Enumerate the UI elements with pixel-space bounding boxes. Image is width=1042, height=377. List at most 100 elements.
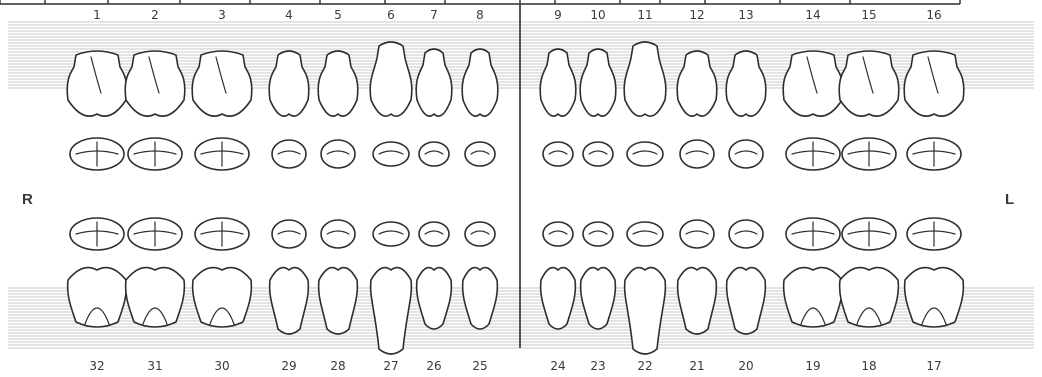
upper-tooth-8[interactable]: 8 [462, 8, 498, 166]
upper-tooth-15[interactable]: 15 [839, 8, 899, 170]
lower-tooth-31[interactable]: 31 [126, 218, 185, 373]
tooth-number-label: 16 [926, 8, 941, 22]
upper-tooth-13[interactable]: 13 [726, 8, 766, 168]
upper-tooth-7[interactable]: 7 [416, 8, 452, 166]
lower-tooth-28[interactable]: 28 [319, 220, 358, 373]
molar-crown-side-view [192, 51, 252, 116]
upper-tooth-14[interactable]: 14 [783, 8, 843, 170]
tooth-number-label: 8 [476, 8, 484, 22]
tooth-number-label: 5 [334, 8, 342, 22]
tooth-number-label: 30 [214, 359, 229, 373]
tooth-number-label: 31 [147, 359, 162, 373]
left-side-label: L [1005, 191, 1014, 208]
upper-tooth-4[interactable]: 4 [269, 8, 309, 168]
lower-tooth-17[interactable]: 17 [905, 218, 964, 373]
incisor-crown-side-view [416, 49, 452, 116]
upper-tooth-11[interactable]: 11 [624, 8, 666, 166]
upper-tooth-2[interactable]: 2 [125, 8, 185, 170]
incisor-crown-side-view [541, 268, 576, 329]
premolar-occlusal-view [272, 140, 306, 168]
incisor-occlusal-view [543, 222, 573, 246]
premolar-occlusal-view [729, 140, 763, 168]
lower-tooth-19[interactable]: 19 [784, 218, 843, 373]
tooth-number-label: 1 [93, 8, 101, 22]
incisor-occlusal-view [583, 142, 613, 166]
premolar-occlusal-view [321, 140, 355, 168]
incisor-occlusal-view [543, 142, 573, 166]
tooth-number-label: 4 [285, 8, 293, 22]
premolar-occlusal-view [680, 140, 714, 168]
tooth-number-label: 9 [554, 8, 562, 22]
lower-tooth-18[interactable]: 18 [840, 218, 899, 373]
molar-crown-side-view [904, 51, 964, 116]
upper-tooth-6[interactable]: 6 [370, 8, 412, 166]
incisor-crown-side-view [540, 49, 576, 116]
upper-tooth-3[interactable]: 3 [192, 8, 252, 170]
tooth-number-label: 23 [590, 359, 605, 373]
lower-tooth-23[interactable]: 23 [581, 222, 616, 373]
tooth-number-label: 26 [426, 359, 441, 373]
tooth-number-label: 15 [861, 8, 876, 22]
lower-tooth-22[interactable]: 22 [625, 222, 666, 373]
incisor-crown-side-view [580, 49, 616, 116]
upper-tooth-1[interactable]: 1 [67, 8, 127, 170]
lower-tooth-32[interactable]: 32 [68, 218, 127, 373]
tooth-number-label: 2 [151, 8, 159, 22]
incisor-occlusal-view [465, 142, 495, 166]
molar-crown-side-view [783, 51, 843, 116]
tooth-number-label: 10 [590, 8, 605, 22]
lower-arch: 32 31 30 29 28 27 26 25 24 23 22 21 20 19 18 17 [68, 218, 964, 373]
lower-tooth-26[interactable]: 26 [417, 222, 452, 373]
canine-crown-side-view [371, 268, 412, 354]
lower-tooth-21[interactable]: 21 [678, 220, 717, 373]
canine-crown-side-view [370, 42, 412, 116]
tooth-number-label: 21 [689, 359, 704, 373]
header-tick-strip [0, 0, 960, 4]
upper-tooth-10[interactable]: 10 [580, 8, 616, 166]
canine-crown-side-view [625, 268, 666, 354]
tooth-number-label: 20 [738, 359, 753, 373]
tooth-number-label: 17 [926, 359, 941, 373]
premolar-occlusal-view [321, 220, 355, 248]
incisor-crown-side-view [417, 268, 452, 329]
tooth-number-label: 18 [861, 359, 876, 373]
tooth-number-label: 29 [281, 359, 296, 373]
molar-crown-side-view [839, 51, 899, 116]
tooth-number-label: 22 [637, 359, 652, 373]
tooth-number-label: 14 [805, 8, 820, 22]
tooth-number-label: 6 [387, 8, 395, 22]
molar-crown-side-view [193, 268, 252, 327]
lower-tooth-29[interactable]: 29 [270, 220, 309, 373]
upper-tooth-12[interactable]: 12 [677, 8, 717, 168]
tooth-number-label: 25 [472, 359, 487, 373]
incisor-occlusal-view [465, 222, 495, 246]
tooth-number-label: 24 [550, 359, 565, 373]
incisor-occlusal-view [419, 222, 449, 246]
right-side-label: R [22, 191, 33, 208]
lower-tooth-20[interactable]: 20 [727, 220, 766, 373]
premolar-occlusal-view [272, 220, 306, 248]
lower-tooth-24[interactable]: 24 [541, 222, 576, 373]
tooth-number-label: 32 [89, 359, 104, 373]
molar-crown-side-view [126, 268, 185, 327]
tooth-number-label: 28 [330, 359, 345, 373]
incisor-crown-side-view [581, 268, 616, 329]
upper-tooth-16[interactable]: 16 [904, 8, 964, 170]
upper-tooth-9[interactable]: 9 [540, 8, 576, 166]
incisor-occlusal-view [419, 142, 449, 166]
tooth-number-label: 27 [383, 359, 398, 373]
tooth-number-label: 19 [805, 359, 820, 373]
lower-tooth-30[interactable]: 30 [193, 218, 252, 373]
lower-tooth-25[interactable]: 25 [463, 222, 498, 373]
molar-crown-side-view [68, 268, 127, 327]
incisor-crown-side-view [462, 49, 498, 116]
premolar-occlusal-view [729, 220, 763, 248]
lower-tooth-27[interactable]: 27 [371, 222, 412, 373]
molar-crown-side-view [905, 268, 964, 327]
upper-tooth-5[interactable]: 5 [318, 8, 358, 168]
molar-crown-side-view [67, 51, 127, 116]
tooth-number-label: 11 [637, 8, 652, 22]
tooth-number-label: 7 [430, 8, 438, 22]
